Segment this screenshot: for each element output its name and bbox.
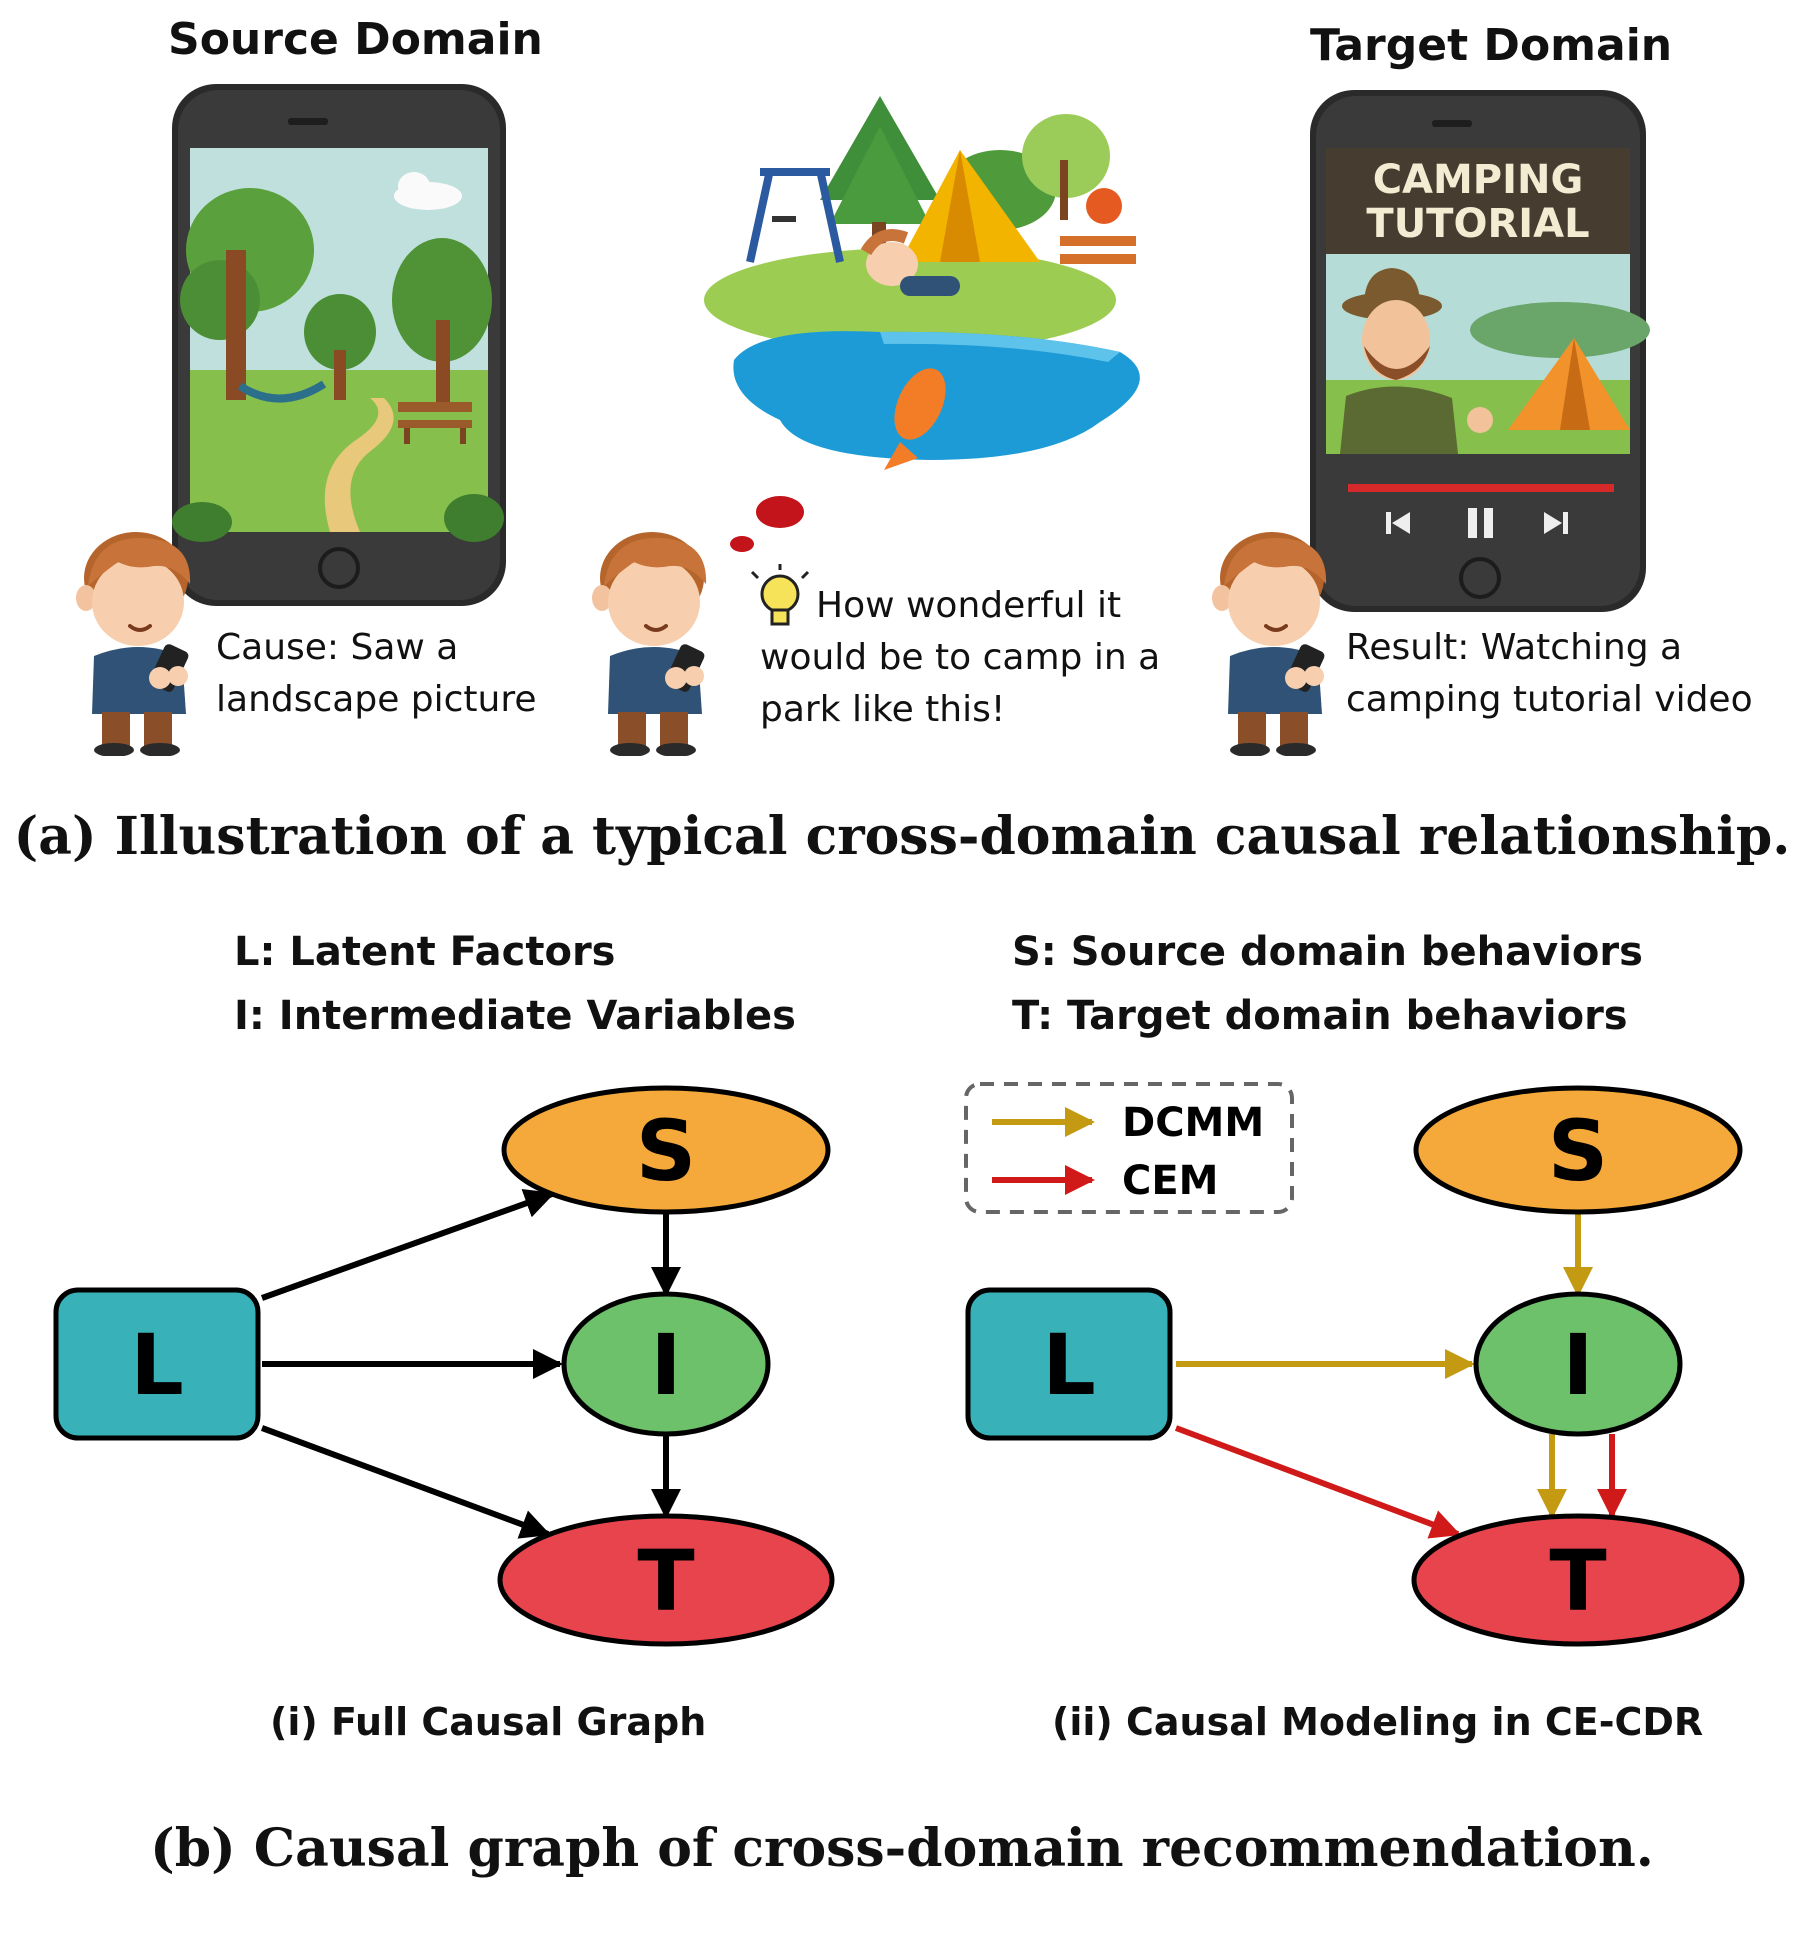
boy-figure-1 (76, 532, 190, 757)
causal-graphs: S I T L DCMM CEM S I T L (0, 1060, 1804, 1660)
arrow-legend: DCMM CEM (966, 1084, 1292, 1212)
caption-a: (a) Illustration of a typical cross-doma… (0, 806, 1804, 867)
thought-line-1: How wonderful it (760, 580, 1160, 632)
source-phone (172, 84, 506, 606)
graph-full: S I T L (56, 1088, 832, 1644)
node-I-ii-label: I (1562, 1316, 1593, 1414)
legend-target: T: Target domain behaviors (1012, 984, 1643, 1048)
camping-tutorial-title: CAMPING TUTORIAL (1326, 158, 1630, 246)
tutorial-line-2: TUTORIAL (1326, 202, 1630, 246)
thought-caption: How wonderful it would be to camp in a p… (760, 580, 1160, 736)
cause-line-1: Cause: Saw a (216, 622, 537, 674)
caption-graph-cecdr: (ii) Causal Modeling in CE-CDR (1052, 1700, 1703, 1744)
node-L-label: L (130, 1316, 184, 1414)
node-S-label: S (636, 1102, 697, 1200)
result-line-2: camping tutorial video (1346, 674, 1753, 726)
edge-L-S (262, 1194, 552, 1298)
node-T-ii-label: T (1549, 1532, 1606, 1630)
node-I-label: I (650, 1316, 681, 1414)
result-caption: Result: Watching a camping tutorial vide… (1346, 622, 1753, 726)
legend-latent: L: Latent Factors (234, 920, 796, 984)
edge-L-T-cem (1176, 1428, 1458, 1534)
tutorial-line-1: CAMPING (1326, 158, 1630, 202)
cause-caption: Cause: Saw a landscape picture (216, 622, 537, 726)
thought-line-2: would be to camp in a (760, 632, 1160, 684)
node-T-label: T (637, 1532, 694, 1630)
node-L-ii-label: L (1042, 1316, 1096, 1414)
caption-graph-full: (i) Full Causal Graph (270, 1700, 706, 1744)
legend-right: S: Source domain behaviors T: Target dom… (1012, 920, 1643, 1048)
legend-source: S: Source domain behaviors (1012, 920, 1643, 984)
result-line-1: Result: Watching a (1346, 622, 1753, 674)
thought-line-3: park like this! (760, 684, 1160, 736)
legend-left: L: Latent Factors I: Intermediate Variab… (234, 920, 796, 1048)
caption-b: (b) Causal graph of cross-domain recomme… (0, 1818, 1804, 1879)
legend-intermediate: I: Intermediate Variables (234, 984, 796, 1048)
boy-figure-2 (592, 532, 706, 757)
graph-cecdr: S I T L (968, 1088, 1742, 1644)
cause-line-2: landscape picture (216, 674, 537, 726)
legend-cem-label: CEM (1122, 1158, 1218, 1204)
node-S-ii-label: S (1548, 1102, 1609, 1200)
camping-thought-bubble (704, 96, 1140, 552)
legend-dcmm-label: DCMM (1122, 1100, 1264, 1146)
boy-figure-3 (1212, 532, 1326, 757)
edge-L-T (262, 1428, 548, 1534)
